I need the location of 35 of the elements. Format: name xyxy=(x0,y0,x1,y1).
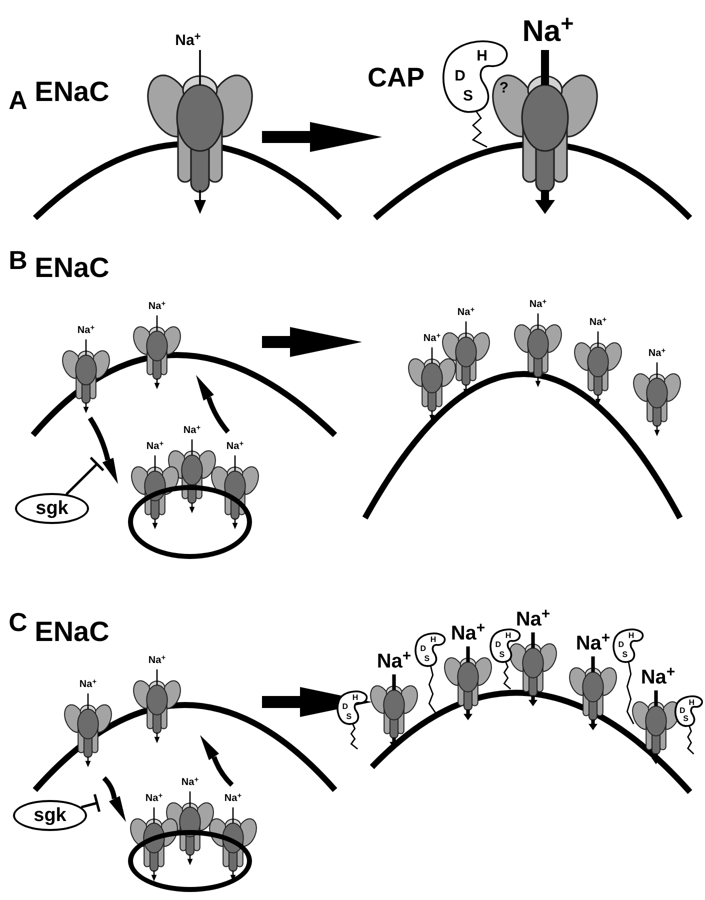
ion-label: Na$^{+}$ xyxy=(376,648,412,672)
ion-label: Na$^{+}$ xyxy=(148,654,166,666)
ion-label: Na$^{+}$ xyxy=(146,440,164,452)
panel-letter: C xyxy=(8,609,28,635)
protein-label: CAP xyxy=(368,64,424,92)
ion-label: Na$^{+}$ xyxy=(529,298,547,310)
protein-label: ENaC xyxy=(34,78,110,106)
kinase-ellipse: sgk xyxy=(15,493,89,524)
ion-label: Na$^{+}$ xyxy=(648,346,666,360)
ion-label: Na$^{+}$ xyxy=(79,678,97,690)
ion-label: Na$^{+}$ xyxy=(181,776,199,788)
vesicle xyxy=(128,485,252,559)
inhibition-line xyxy=(66,456,105,496)
protein-label: ENaC xyxy=(34,254,110,282)
ion-label: Na$^{+}$ xyxy=(522,12,574,48)
vesicle xyxy=(128,830,252,892)
ion-label: Na$^{+}$ xyxy=(457,306,475,318)
panel-letter: A xyxy=(8,87,28,113)
kinase-ellipse: sgk xyxy=(13,800,87,831)
ion-label: Na$^{+}$ xyxy=(640,664,676,688)
ion-label: Na$^{+}$ xyxy=(423,332,441,344)
ion-label: Na$^{+}$ xyxy=(450,620,486,644)
inhibition-line xyxy=(80,793,101,813)
ion-label: Na$^{+}$ xyxy=(516,606,550,630)
ion-label: Na$^{+}$ xyxy=(576,630,610,654)
ion-label: Na$^{+}$ xyxy=(175,32,201,48)
protein-label: ENaC xyxy=(34,618,110,646)
ion-label: Na$^{+}$ xyxy=(77,324,95,336)
ion-label: Na$^{+}$ xyxy=(226,440,244,452)
ion-label: Na$^{+}$ xyxy=(145,792,163,804)
panel-letter: B xyxy=(8,247,28,273)
ion-label: Na$^{+}$ xyxy=(224,792,242,804)
ion-label: Na$^{+}$ xyxy=(148,300,166,312)
ion-label: Na$^{+}$ xyxy=(589,316,607,328)
ion-label: Na$^{+}$ xyxy=(183,424,201,436)
